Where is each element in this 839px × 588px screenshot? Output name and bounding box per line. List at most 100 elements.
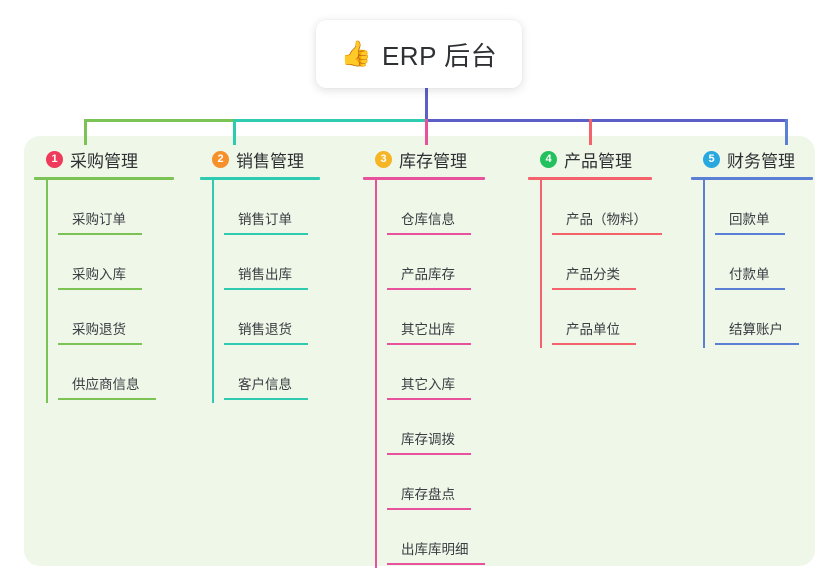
leaf-item[interactable]: 产品分类 — [540, 235, 652, 290]
column-items-5: 回款单付款单结算账户 — [691, 180, 813, 348]
leaf-rule — [715, 288, 785, 290]
leaf-label: 产品（物料） — [566, 212, 647, 227]
column-badge-3: 3 — [375, 150, 392, 168]
leaf-rule — [552, 343, 636, 345]
leaf-rule — [552, 233, 662, 235]
leaf-label: 库存盘点 — [401, 487, 455, 502]
leaf-label: 采购退货 — [72, 322, 126, 337]
leaf-label: 销售退货 — [238, 322, 292, 337]
column-title-5: 财务管理 — [727, 151, 795, 171]
leaf-label: 产品库存 — [401, 267, 455, 282]
root-title: ERP 后台 — [381, 40, 498, 71]
leaf-rule — [552, 288, 636, 290]
column-underline-5 — [691, 177, 813, 180]
leaf-rule — [387, 563, 485, 565]
column-spine-1 — [46, 180, 48, 403]
leaf-label: 产品分类 — [566, 267, 620, 282]
leaf-rule — [387, 398, 471, 400]
column-spine-4 — [540, 180, 542, 348]
leaf-label: 产品单位 — [566, 322, 620, 337]
leaf-rule — [715, 233, 785, 235]
leaf-rule — [387, 453, 471, 455]
leaf-rule — [58, 233, 142, 235]
leaf-label: 库存调拨 — [401, 432, 455, 447]
leaf-label: 采购订单 — [72, 212, 126, 227]
leaf-label: 回款单 — [729, 212, 770, 227]
leaf-label: 客户信息 — [238, 377, 292, 392]
column-items-4: 产品（物料） 产品分类产品单位 — [528, 180, 662, 348]
leaf-rule — [224, 398, 308, 400]
column-1: 1 采购管理采购订单采购入库采购退货供应商信息 — [34, 146, 174, 403]
leaf-item[interactable]: 采购订单 — [46, 180, 174, 235]
bus-green — [84, 119, 234, 122]
diagram-background-panel — [24, 136, 815, 566]
column-underline-3 — [363, 177, 485, 180]
leaf-item[interactable]: 出库库明细 — [375, 510, 485, 565]
column-underline-1 — [34, 177, 174, 180]
column-header-3[interactable]: 3 库存管理 — [363, 146, 485, 172]
column-spine-5 — [703, 180, 705, 348]
leaf-rule — [58, 343, 142, 345]
leaf-label: 结算账户 — [729, 322, 783, 337]
column-header-1[interactable]: 1 采购管理 — [34, 146, 174, 172]
leaf-item[interactable]: 库存调拨 — [375, 400, 485, 455]
leaf-rule — [58, 288, 142, 290]
column-items-1: 采购订单采购入库采购退货供应商信息 — [34, 180, 174, 403]
leaf-rule — [387, 508, 471, 510]
leaf-label: 采购入库 — [72, 267, 126, 282]
leaf-rule — [387, 288, 471, 290]
column-title-3: 库存管理 — [399, 151, 467, 171]
column-title-4: 产品管理 — [564, 151, 632, 171]
column-badge-5: 5 — [703, 150, 720, 168]
leaf-item[interactable]: 产品（物料） — [540, 180, 662, 235]
leaf-item[interactable]: 回款单 — [703, 180, 813, 235]
leaf-rule — [387, 343, 471, 345]
leaf-label: 其它入库 — [401, 377, 455, 392]
column-title-1: 采购管理 — [70, 151, 138, 171]
leaf-label: 出库库明细 — [401, 542, 469, 557]
column-spine-3 — [375, 180, 377, 568]
leaf-label: 供应商信息 — [72, 377, 140, 392]
leaf-item[interactable]: 付款单 — [703, 235, 813, 290]
column-items-3: 仓库信息产品库存其它出库其它入库库存调拨库存盘点出库库明细 — [363, 180, 485, 568]
leaf-item[interactable]: 结算账户 — [703, 290, 813, 345]
leaf-rule — [224, 288, 308, 290]
bus-blue — [425, 119, 787, 122]
leaf-label: 付款单 — [729, 267, 770, 282]
column-items-2: 销售订单销售出库销售退货客户信息 — [200, 180, 320, 403]
leaf-rule — [715, 343, 799, 345]
leaf-item[interactable]: 客户信息 — [212, 345, 320, 400]
leaf-label: 仓库信息 — [401, 212, 455, 227]
column-4: 4 产品管理产品（物料） 产品分类产品单位 — [528, 146, 662, 348]
leaf-item[interactable]: 供应商信息 — [46, 345, 174, 400]
column-title-2: 销售管理 — [236, 151, 304, 171]
column-header-5[interactable]: 5 财务管理 — [691, 146, 813, 172]
column-spine-2 — [212, 180, 214, 403]
leaf-item[interactable]: 销售出库 — [212, 235, 320, 290]
leaf-rule — [387, 233, 471, 235]
leaf-label: 其它出库 — [401, 322, 455, 337]
leaf-item[interactable]: 其它出库 — [375, 290, 485, 345]
column-underline-4 — [528, 177, 652, 180]
leaf-item[interactable]: 产品单位 — [540, 290, 652, 345]
column-3: 3 库存管理仓库信息产品库存其它出库其它入库库存调拨库存盘点出库库明细 — [363, 146, 485, 568]
leaf-item[interactable]: 仓库信息 — [375, 180, 485, 235]
root-node[interactable]: 👍 ERP 后台 — [316, 20, 522, 88]
leaf-item[interactable]: 销售退货 — [212, 290, 320, 345]
column-badge-4: 4 — [540, 150, 557, 168]
thumbs-up-icon: 👍 — [340, 39, 372, 68]
leaf-item[interactable]: 产品库存 — [375, 235, 485, 290]
leaf-item[interactable]: 采购退货 — [46, 290, 174, 345]
column-header-4[interactable]: 4 产品管理 — [528, 146, 652, 172]
bus-teal — [233, 119, 426, 122]
leaf-item[interactable]: 销售订单 — [212, 180, 320, 235]
column-badge-1: 1 — [46, 150, 63, 168]
leaf-item[interactable]: 库存盘点 — [375, 455, 485, 510]
column-underline-2 — [200, 177, 320, 180]
leaf-item[interactable]: 采购入库 — [46, 235, 174, 290]
root-trunk-line — [425, 86, 428, 122]
leaf-item[interactable]: 其它入库 — [375, 345, 485, 400]
